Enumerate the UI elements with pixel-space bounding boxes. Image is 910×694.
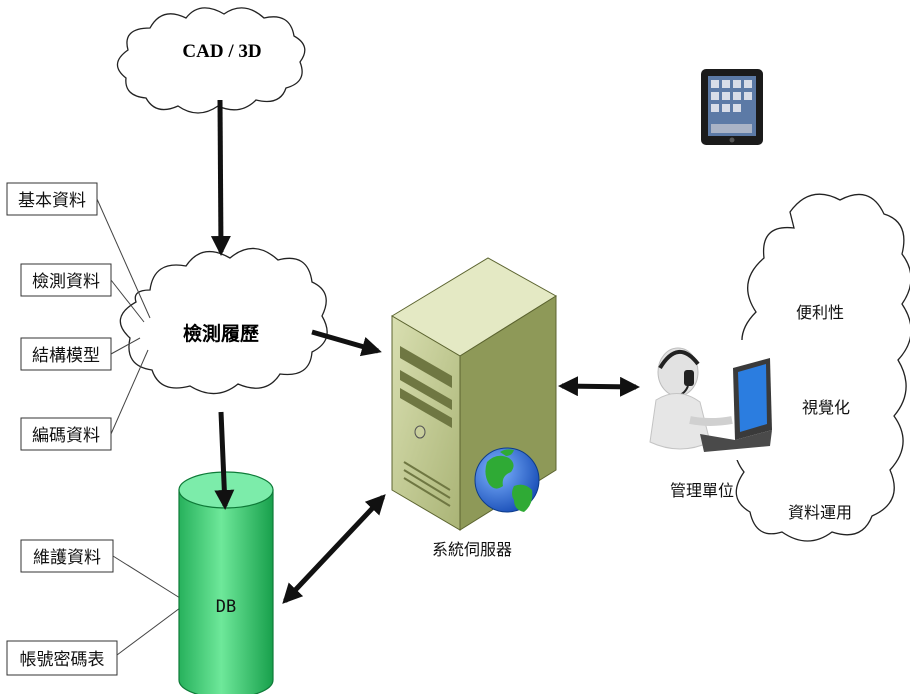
- arrow-history-to-server: [311, 329, 382, 357]
- tablet-icon: [701, 69, 763, 145]
- box-connectors: [96, 198, 151, 435]
- db-connectors: [112, 555, 181, 656]
- inspection-history-cloud: 檢測履歷: [119, 247, 328, 395]
- benefit-data-use: 資料運用: [788, 503, 852, 522]
- database-label: DB: [216, 597, 236, 617]
- flow-arrows: [210, 99, 640, 604]
- data-box-label: 基本資料: [18, 191, 86, 211]
- cad-3d-label: CAD / 3D: [182, 41, 261, 62]
- arrow-cad-to-history: [210, 99, 231, 256]
- db-box-label: 帳號密碼表: [20, 650, 105, 670]
- data-box-basic: 基本資料: [6, 182, 98, 216]
- db-box-accounts: 帳號密碼表: [6, 640, 118, 676]
- inspection-history-label: 檢測履歷: [183, 322, 259, 345]
- benefit-convenience: 便利性: [796, 303, 844, 322]
- arrow-server-manager: [558, 376, 640, 397]
- manager-icon: [642, 340, 782, 460]
- server-label: 系統伺服器: [432, 540, 512, 559]
- benefit-visualization: 視覺化: [802, 398, 850, 417]
- globe-icon: [474, 447, 540, 513]
- cad-3d-cloud: CAD / 3D: [116, 7, 306, 114]
- data-box-label: 編碼資料: [32, 426, 100, 446]
- arrow-server-db: [282, 494, 386, 604]
- db-box-label: 維護資料: [33, 548, 101, 568]
- manager-label: 管理單位: [670, 481, 734, 500]
- data-box-inspection: 檢測資料: [20, 263, 112, 297]
- data-box-structure-model: 結構模型: [20, 337, 112, 371]
- data-box-label: 檢測資料: [32, 272, 100, 292]
- data-box-coding: 編碼資料: [20, 417, 112, 451]
- arrow-history-to-db: [214, 411, 235, 510]
- db-box-maintenance: 維護資料: [20, 539, 114, 573]
- data-box-label: 結構模型: [32, 346, 100, 366]
